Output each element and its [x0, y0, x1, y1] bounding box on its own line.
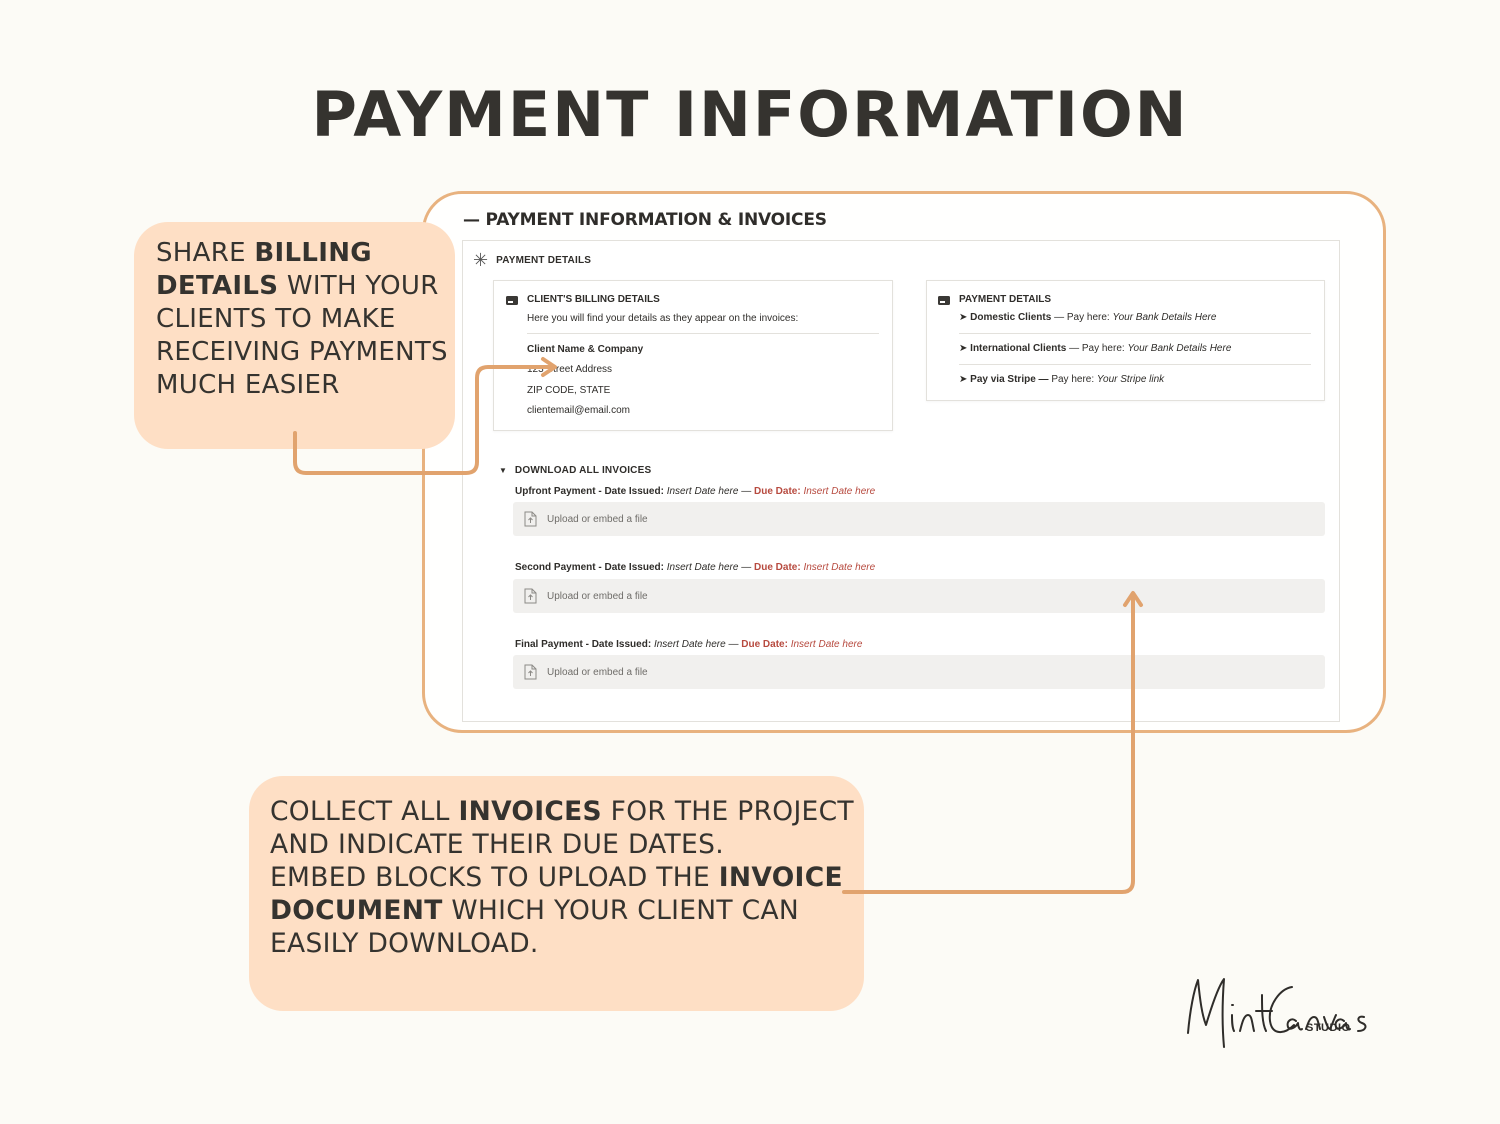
file-upload-icon	[524, 664, 537, 680]
upload-label: Upload or embed a file	[547, 590, 648, 602]
callout-text: WHICH YOUR CLIENT CAN EASILY DOWNLOAD.	[270, 895, 799, 959]
callout-text: EMBED BLOCKS TO UPLOAD THE	[270, 862, 719, 893]
divider	[959, 333, 1311, 334]
payment-row-sep: Pay here:	[1048, 374, 1097, 385]
billing-callout: SHARE BILLING DETAILS WITH YOUR CLIENTS …	[134, 222, 455, 449]
payment-row-label: Domestic Clients	[970, 312, 1052, 323]
client-email: clientemail@email.com	[527, 405, 630, 416]
billing-card-title: CLIENT'S BILLING DETAILS	[527, 294, 660, 305]
upload-block[interactable]: Upload or embed a file	[513, 579, 1325, 613]
payment-row-sep: — Pay here:	[1051, 312, 1113, 323]
callout-emphasis: INVOICES	[458, 796, 602, 827]
callout-text: COLLECT ALL	[270, 796, 459, 827]
upload-block[interactable]: Upload or embed a file	[513, 655, 1325, 689]
date-issued-label: - Date Issued:	[595, 486, 667, 497]
panel-heading: ✳ PAYMENT DETAILS	[473, 250, 592, 270]
payment-row[interactable]: ➤ Pay via Stripe — Pay here: Your Stripe…	[959, 374, 1164, 385]
due-date-value: Insert Date here	[790, 639, 863, 650]
callout-emphasis: BILLING DETAILS	[156, 238, 372, 301]
dash: —	[738, 562, 755, 573]
due-date-label: Due Date:	[741, 639, 791, 650]
client-address: 123 Street Address	[527, 364, 613, 375]
divider	[959, 364, 1311, 365]
date-issued-value: Insert Date here	[666, 562, 739, 573]
payment-row[interactable]: ➤ International Clients — Pay here: Your…	[959, 343, 1231, 354]
callout-text: SHARE	[156, 238, 255, 268]
payment-row-sep: — Pay here:	[1066, 343, 1128, 354]
invoices-callout: COLLECT ALL INVOICES FOR THE PROJECT AND…	[249, 776, 864, 1011]
payment-methods-card: PAYMENT DETAILS ➤ Domestic Clients — Pay…	[926, 280, 1325, 401]
dash: —	[738, 486, 754, 497]
panel-heading-label: PAYMENT DETAILS	[496, 254, 592, 266]
callout-text: FOR THE PROJECT AND INDICATE THEIR DUE D…	[270, 796, 854, 860]
file-upload-icon	[524, 588, 537, 604]
arrow-icon: ➤	[959, 343, 968, 354]
date-issued-label: - Date Issued:	[582, 639, 654, 650]
client-zip: ZIP CODE, STATE	[527, 385, 611, 396]
payment-row-label: Pay via Stripe —	[970, 374, 1049, 385]
upload-block[interactable]: Upload or embed a file	[513, 502, 1325, 536]
triangle-down-icon[interactable]: ▼	[499, 466, 507, 475]
billing-details-card: CLIENT'S BILLING DETAILS Here you will f…	[493, 280, 893, 431]
payment-row[interactable]: ➤ Domestic Clients — Pay here: Your Bank…	[959, 312, 1216, 323]
credit-card-icon	[938, 296, 950, 305]
invoice-name: Second Payment	[515, 562, 596, 573]
billing-card-subtitle: Here you will find your details as they …	[527, 313, 799, 324]
date-issued-label: - Date Issued:	[595, 562, 667, 573]
invoice-line: Upfront Payment - Date Issued: Insert Da…	[515, 486, 875, 497]
upload-label: Upload or embed a file	[547, 666, 648, 678]
divider	[527, 333, 879, 334]
credit-card-icon	[506, 296, 518, 305]
dash: —	[725, 639, 742, 650]
invoice-name: Upfront Payment	[515, 486, 596, 497]
due-date-label: Due Date:	[754, 562, 804, 573]
payment-card-title: PAYMENT DETAILS	[959, 294, 1052, 305]
logo-subtitle: STUDIO	[1306, 1022, 1351, 1034]
date-issued-value: Insert Date here	[653, 639, 726, 650]
invoice-line: Second Payment - Date Issued: Insert Dat…	[515, 562, 875, 573]
arrow-icon: ➤	[959, 312, 968, 323]
invoice-line: Final Payment - Date Issued: Insert Date…	[515, 639, 862, 650]
payment-row-value: Your Stripe link	[1096, 374, 1165, 385]
upload-label: Upload or embed a file	[547, 513, 648, 525]
page-title: PAYMENT INFORMATION	[311, 78, 1189, 151]
due-date-value: Insert Date here	[803, 562, 876, 573]
date-issued-value: Insert Date here	[666, 486, 739, 497]
invoices-toggle[interactable]: ▼ DOWNLOAD ALL INVOICES	[499, 465, 651, 476]
section-title: — PAYMENT INFORMATION & INVOICES	[463, 210, 827, 230]
asterisk-icon: ✳	[473, 250, 489, 270]
payment-row-label: International Clients	[970, 343, 1067, 354]
file-upload-icon	[524, 511, 537, 527]
invoices-toggle-label: DOWNLOAD ALL INVOICES	[514, 465, 652, 476]
payment-row-value: Your Bank Details Here	[1127, 343, 1232, 354]
invoice-name: Final Payment	[515, 639, 583, 650]
due-date-value: Insert Date here	[803, 486, 876, 497]
callout-emphasis: INVOICE DOCUMENT	[270, 862, 843, 926]
mintcanvas-logo	[1187, 978, 1367, 1048]
payment-row-value: Your Bank Details Here	[1112, 312, 1217, 323]
due-date-label: Due Date:	[753, 486, 804, 497]
client-name: Client Name & Company	[527, 344, 644, 355]
arrow-icon: ➤	[959, 374, 968, 385]
